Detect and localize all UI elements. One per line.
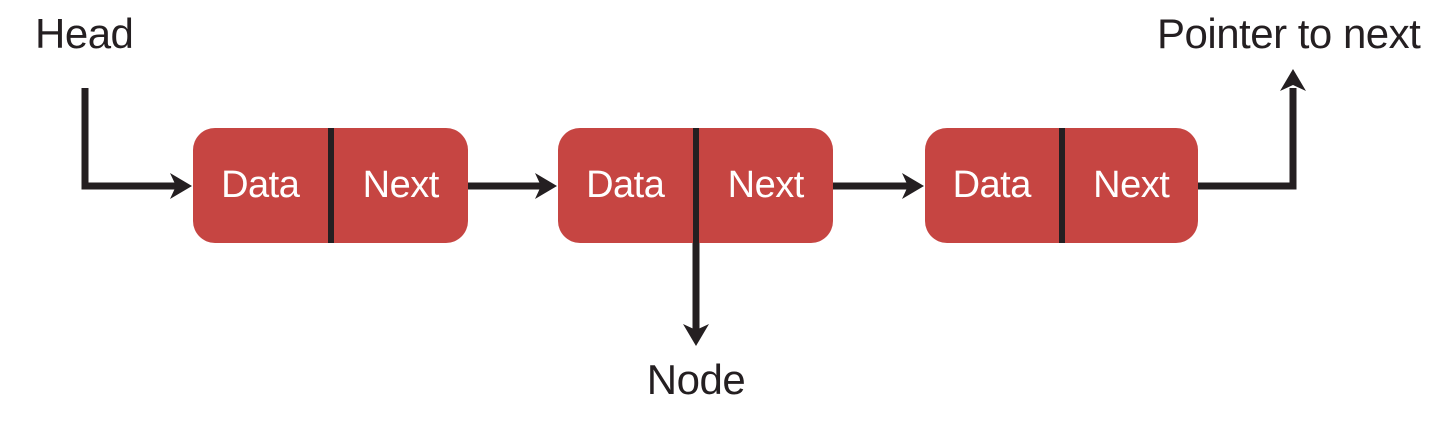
node-3-divider: [1058, 128, 1065, 243]
arrow-node2-to-node3-head: [902, 173, 924, 199]
node-3-next-cell: Next: [1093, 164, 1170, 206]
linked-list-node-3: Data Next: [925, 128, 1198, 243]
arrow-node1-to-node2-head: [535, 173, 557, 199]
head-label: Head: [35, 10, 134, 57]
arrow-node2-to-node3: [833, 173, 924, 199]
node-2-next-cell: Next: [727, 164, 805, 206]
node-1-data-cell: Data: [221, 164, 300, 206]
head-arrow: [81, 88, 192, 199]
node-3-data-cell: Data: [952, 164, 1032, 206]
head-arrow-line: [81, 88, 176, 190]
node-2-data-cell: Data: [586, 164, 665, 206]
arrow-node1-to-node2: [468, 173, 557, 199]
node-2-divider: [692, 128, 699, 243]
pointer-to-next-label: Pointer to next: [1157, 10, 1421, 57]
node-1-divider: [327, 128, 334, 243]
node-label: Node: [646, 356, 746, 403]
head-arrow-head: [170, 173, 192, 199]
arrow-next-to-pointer-head: [1280, 69, 1306, 91]
arrow-node-down-head: [683, 324, 709, 346]
arrow-node-down: [683, 243, 709, 346]
linked-list-node-1: Data Next: [193, 128, 468, 243]
node-1-next-cell: Next: [362, 164, 440, 206]
arrow-next-to-pointer-line: [1198, 88, 1297, 190]
linked-list-node-2: Data Next: [558, 128, 833, 243]
arrow-next-to-pointer: [1198, 69, 1306, 190]
